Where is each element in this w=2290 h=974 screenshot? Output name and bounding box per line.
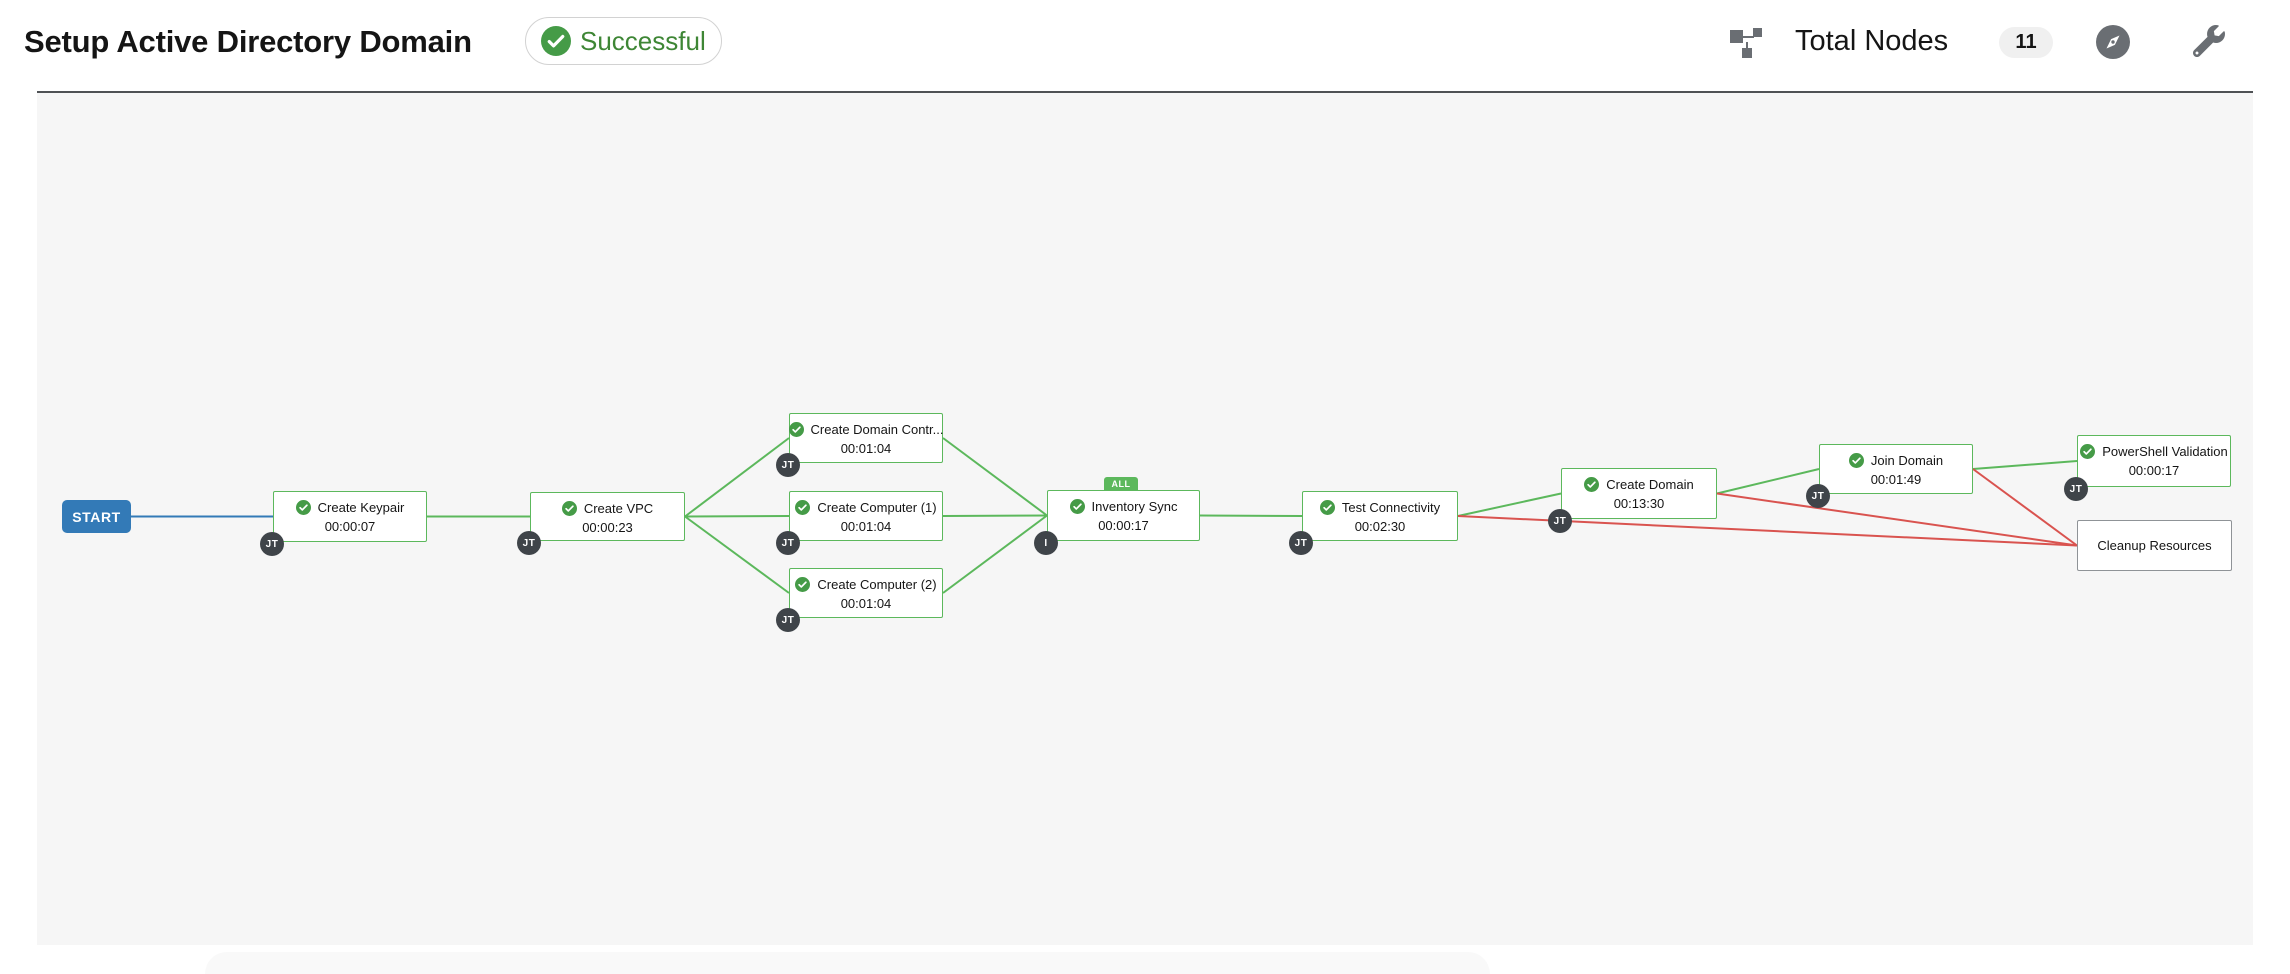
workflow-node-create-computer-2[interactable]: Create Computer (2) 00:01:04 JT xyxy=(776,568,943,632)
page-title: Setup Active Directory Domain xyxy=(24,24,472,59)
node-elapsed-time: 00:00:07 xyxy=(324,519,376,534)
wrench-icon[interactable] xyxy=(2192,25,2225,60)
status-badge: Successful xyxy=(525,17,722,65)
workflow-edge-create_vpc-to-create_computer_2 xyxy=(684,515,790,594)
workflow-edge-create_domain-to-join_domain xyxy=(1716,468,1820,495)
node-elapsed-time: 00:01:04 xyxy=(840,519,892,534)
workflow-canvas[interactable]: START Create Keypair 00:00:07 JT Create … xyxy=(37,91,2253,945)
workflow-edge-create_computer_2-to-inventory_sync xyxy=(942,514,1048,594)
check-circle-icon xyxy=(1848,453,1864,468)
node-title: Create Computer (2) xyxy=(817,577,937,592)
node-title: Inventory Sync xyxy=(1091,499,1178,514)
node-elapsed-time: 00:01:49 xyxy=(1870,472,1922,487)
node-elapsed-time: 00:00:23 xyxy=(582,520,633,535)
node-elapsed-time: 00:01:04 xyxy=(840,441,892,456)
workflow-node-test-connectivity[interactable]: Test Connectivity 00:02:30 JT xyxy=(1289,491,1458,555)
node-elapsed-time: 00:13:30 xyxy=(1613,496,1665,511)
workflow-node-powershell-validation[interactable]: PowerShell Validation 00:00:17 JT xyxy=(2064,435,2231,501)
workflow-edge-test_connectivity-to-create_domain xyxy=(1457,492,1562,517)
check-circle-icon xyxy=(561,501,577,516)
node-type-badge: I xyxy=(1034,531,1058,555)
check-circle-icon xyxy=(1319,500,1335,515)
workflow-output-header: Setup Active Directory Domain Successful… xyxy=(0,0,2290,91)
compass-icon[interactable] xyxy=(2096,25,2130,62)
convergence-all-tag: ALL xyxy=(1104,477,1138,491)
check-circle-icon xyxy=(295,500,311,515)
workflow-edge-join_domain-to-powershell_validation xyxy=(1972,460,2078,470)
node-title: Create Computer (1) xyxy=(817,500,937,515)
node-elapsed-time: 00:00:17 xyxy=(2128,463,2180,478)
node-type-badge: JT xyxy=(1806,484,1830,508)
sitemap-icon xyxy=(1730,28,1766,63)
node-type-badge: JT xyxy=(517,531,541,555)
workflow-node-create-keypair[interactable]: Create Keypair 00:00:07 JT xyxy=(260,491,427,556)
node-title: Cleanup Resources xyxy=(2097,538,2212,553)
total-nodes-count-badge: 11 xyxy=(1999,27,2053,58)
workflow-edge-create_domain-to-cleanup_resources xyxy=(1716,492,2078,547)
total-nodes-label: Total Nodes xyxy=(1795,25,1949,57)
check-circle-icon xyxy=(795,500,811,515)
workflow-edge-join_domain-to-cleanup_resources xyxy=(1972,468,2078,547)
check-circle-icon xyxy=(1069,499,1085,514)
node-type-badge: JT xyxy=(776,453,800,477)
node-elapsed-time: 00:02:30 xyxy=(1354,519,1406,534)
workflow-edge-create_vpc-to-create_domain_controller xyxy=(684,437,790,518)
check-circle-icon xyxy=(795,577,811,592)
workflow-edge-create_vpc-to-create_computer_1 xyxy=(684,515,790,518)
workflow-edge-create_computer_1-to-inventory_sync xyxy=(942,514,1048,517)
node-type-badge: JT xyxy=(2064,477,2088,501)
workflow-node-create-computer-1[interactable]: Create Computer (1) 00:01:04 JT xyxy=(776,491,943,555)
node-title: Create Domain xyxy=(1606,477,1694,492)
node-type-badge: JT xyxy=(776,531,800,555)
check-circle-icon xyxy=(541,26,571,56)
node-title: PowerShell Validation xyxy=(2102,444,2228,459)
bottom-panel-edge xyxy=(205,952,1490,974)
node-type-badge: JT xyxy=(260,532,284,556)
node-elapsed-time: 00:00:17 xyxy=(1098,518,1149,533)
workflow-node-join-domain[interactable]: Join Domain 00:01:49 JT xyxy=(1806,444,1973,508)
node-type-badge: JT xyxy=(776,608,800,632)
workflow-node-create-vpc[interactable]: Create VPC 00:00:23 JT xyxy=(517,492,685,555)
node-type-badge: JT xyxy=(1548,509,1572,533)
workflow-node-create-domain-controller[interactable]: Create Domain Contr... 00:01:04 JT xyxy=(776,413,944,477)
check-circle-icon xyxy=(1584,477,1600,492)
node-type-badge: JT xyxy=(1289,531,1313,555)
node-elapsed-time: 00:01:04 xyxy=(840,596,892,611)
status-label: Successful xyxy=(580,25,706,56)
workflow-node-cleanup-resources[interactable]: Cleanup Resources xyxy=(2077,520,2232,571)
workflow-edge-inventory_sync-to-test_connectivity xyxy=(1199,514,1303,517)
node-title: Join Domain xyxy=(1870,453,1944,468)
node-title: Create Keypair xyxy=(317,500,405,515)
check-circle-icon xyxy=(2080,444,2096,459)
node-title: Create VPC xyxy=(583,501,654,516)
node-title: Create Domain Contr... xyxy=(810,422,944,437)
workflow-edge-create_domain_controller-to-inventory_sync xyxy=(942,437,1048,517)
node-title: Test Connectivity xyxy=(1341,500,1441,515)
check-circle-icon xyxy=(788,422,804,437)
workflow-node-create-domain[interactable]: Create Domain 00:13:30 JT xyxy=(1548,468,1717,533)
workflow-node-inventory-sync[interactable]: ALL Inventory Sync 00:00:17 I xyxy=(1034,477,1200,555)
workflow-start-node: START xyxy=(62,500,131,533)
